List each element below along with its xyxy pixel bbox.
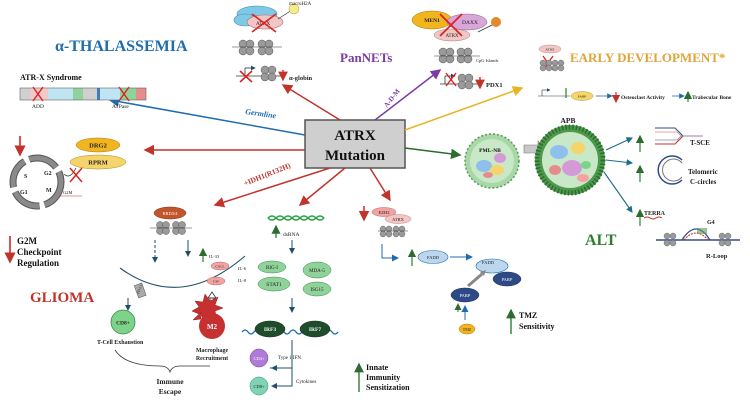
pannet-cpg: CpG Islands <box>476 58 499 63</box>
alt-rloop: R-Loop <box>706 253 728 260</box>
pannet-men1: MEN1 <box>424 18 440 24</box>
pannets-panel: MEN1 DAXX ATRX CpG Islands PDX1 <box>411 10 503 90</box>
thalassemia-panel: ATRX macroH2A α-globin <box>232 2 313 83</box>
glioma-recruit-1: Macrophage <box>196 348 229 354</box>
tmz-ezh2: EZH2 <box>379 210 390 215</box>
early-development-panel: ATRX FABP Osteoclast Activity Trabecular… <box>538 44 732 104</box>
thal-globin: α-globin <box>289 75 313 82</box>
alt-g4: G4 <box>707 220 715 226</box>
arrow-early-development <box>404 86 524 131</box>
alt-apb: APB <box>561 116 576 125</box>
germline-label: Germline <box>245 107 278 120</box>
cc-drg2: DRG2 <box>89 143 107 150</box>
title-alt: ALT <box>585 232 617 249</box>
title-early-development: EARLY DEVELOPMENT* <box>570 50 725 65</box>
center-box: ATRX Mutation <box>304 119 406 169</box>
arrow-alt <box>404 147 462 160</box>
alt-circles-2: C-circles <box>690 178 717 186</box>
tmz-tmz: TMZ <box>463 327 472 332</box>
alt-terra: TERRA <box>644 211 666 217</box>
pannet-atrx: ATRX <box>445 34 458 39</box>
innate-cytokines: Cytokines <box>296 380 316 385</box>
glioma-exhaustion: T-Cell Exhaustion <box>97 340 144 346</box>
alt-pml: PML-NB <box>479 148 501 154</box>
title-atrx-syndrome: ATR-X Syndrome <box>20 73 82 82</box>
tmz-atrx: ATRX <box>392 217 405 222</box>
glioma-cxcl: CXCL <box>215 265 224 269</box>
alt-panel: PML-NB APB T-SCE Telomeric C-circles TER… <box>464 116 740 260</box>
innate-irf3: IRF3 <box>264 327 276 333</box>
tmz-parp: PARP <box>460 293 471 298</box>
arrow-pannets <box>374 69 442 121</box>
glioma-il6: IL-6 <box>238 266 247 271</box>
glioma-brd: BRD3/4 <box>162 211 178 216</box>
alt-circles-1: Telomeric <box>688 168 718 176</box>
innate-label-2: Immunity <box>366 373 400 382</box>
alt-tsce: T-SCE <box>690 139 710 147</box>
innate-immunity-panel: dsRNA RIG-I MDA-5 STAT1 ISG15 IRF3 IRF7 … <box>241 215 410 396</box>
early-osteoclast: Osteoclast Activity <box>621 95 665 101</box>
title-thalassemia: α-THALASSEMIA <box>55 38 188 55</box>
innate-stat: STAT1 <box>266 282 282 288</box>
cc-g2m: G2M <box>63 190 73 195</box>
glioma-il8: IL-8 <box>238 278 247 283</box>
innate-label-3: Sensitization <box>366 383 410 392</box>
innate-dsrna: dsRNA <box>283 232 300 238</box>
cc-s: S <box>24 174 28 180</box>
tmz-parp2: PARP <box>502 277 513 282</box>
arrow-idh1 <box>213 167 331 208</box>
tmz-panel: EZH2 ATRX FADD FADD PARP PARP + TMZ TMZ … <box>358 206 555 335</box>
glioma-cd8: CD8+ <box>116 321 130 327</box>
glioma-il33: IL-33 <box>209 254 220 259</box>
tmz-fadd2: FADD <box>482 260 495 265</box>
pannet-pdx1: PDX1 <box>486 82 503 89</box>
glioma-panel: BRD3/4 IL-33 CXCL IL-6 CSF IL-8 PD-L1 CD… <box>97 206 247 396</box>
svg-text:+: + <box>461 309 465 315</box>
glioma-m2: M2 <box>207 323 218 331</box>
innate-irf7: IRF7 <box>309 327 321 333</box>
cc-checkpoint-1: G2M <box>17 236 38 246</box>
tmz-label-2: Sensitivity <box>519 322 555 331</box>
tmz-fadd: FADD <box>427 255 440 260</box>
tmz-label-1: TMZ <box>519 311 537 320</box>
title-pannets: PanNETs <box>340 50 392 65</box>
center-line1: ATRX <box>334 128 376 144</box>
arrow-germline <box>108 96 306 136</box>
glioma-escape-1: Immune <box>156 377 184 386</box>
cc-rprm: RPRM <box>88 160 108 167</box>
glioma-csf: CSF <box>213 280 219 284</box>
thal-macroh2a: macroH2A <box>289 2 312 7</box>
glioma-recruit-2: Recruitment <box>196 356 228 362</box>
idh1-label: +IDH1(R132H) <box>242 161 292 188</box>
cc-g1: G1 <box>20 190 28 196</box>
arrow-innate <box>298 167 346 206</box>
glioma-escape-2: Escape <box>159 387 182 396</box>
early-gene: FABP <box>578 95 587 99</box>
arrow-to-thalassemia <box>281 84 341 121</box>
innate-isg: ISG15 <box>310 288 324 293</box>
atrx-syndrome-bar: ADD ATPase <box>19 86 147 110</box>
cell-cycle-panel: DRG2 RPRM S G2 G1 M G2M G2M Checkpoint R… <box>4 136 127 268</box>
cc-g2: G2 <box>44 171 52 177</box>
innate-label-1: Innate <box>366 363 389 372</box>
innate-cd8: CD8+ <box>253 384 265 389</box>
innate-ifn: Type 1 IFN <box>278 356 301 361</box>
arrow-tmz <box>369 167 391 202</box>
innate-rig: RIG-I <box>266 266 278 271</box>
cc-m: M <box>46 188 52 194</box>
cc-checkpoint-2: Checkpoint <box>17 247 62 257</box>
cc-checkpoint-3: Regulation <box>17 258 59 268</box>
syndrome-add: ADD <box>32 104 44 110</box>
innate-mda: MDA-5 <box>309 269 325 274</box>
center-line2: Mutation <box>325 148 386 164</box>
early-atrx: ATRX <box>545 48 555 52</box>
syndrome-atpase: ATPase <box>112 104 129 110</box>
title-glioma: GLIOMA <box>30 290 94 306</box>
innate-cd4: CD4+ <box>253 356 265 361</box>
early-trabecular: Trabecular Bone <box>692 95 732 101</box>
glioma-pd: PD-L1 <box>136 284 143 295</box>
pannet-daxx: DAXX <box>462 20 478 26</box>
